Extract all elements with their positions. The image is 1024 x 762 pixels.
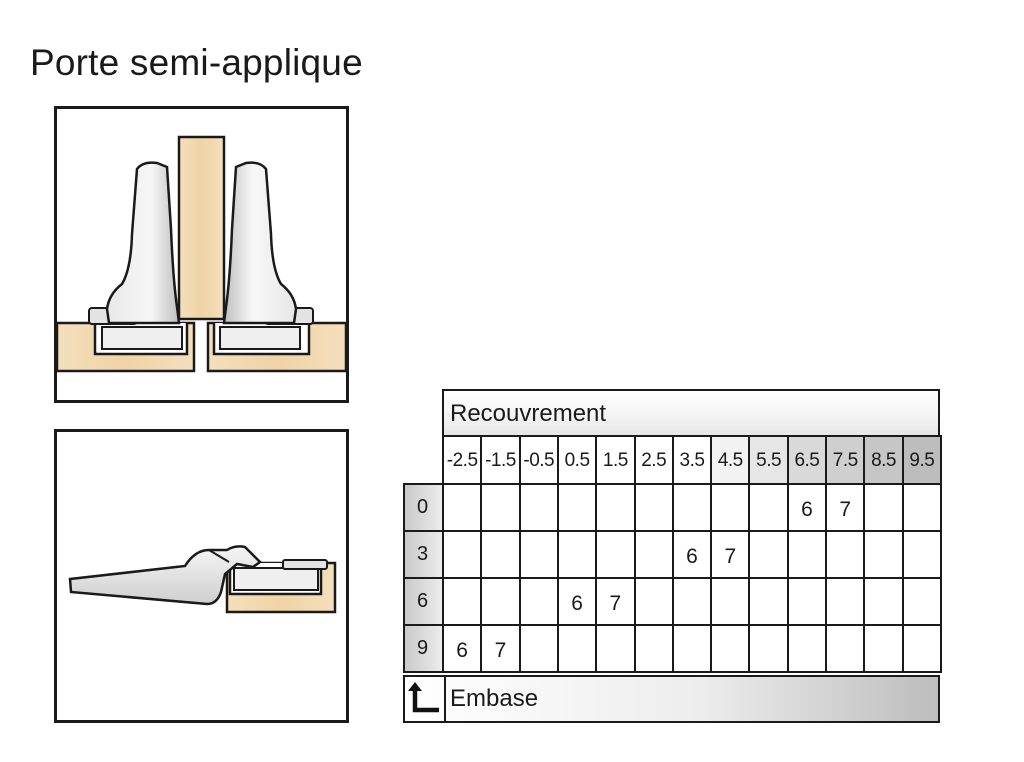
table-cell [633, 577, 674, 626]
column-header: 9.5 [901, 435, 942, 485]
table-cell [825, 530, 866, 579]
table-cell: 7 [480, 624, 521, 673]
table-cell: 6 [442, 624, 483, 673]
table-cell [825, 577, 866, 626]
table-cell [556, 624, 598, 673]
column-header: 4.5 [710, 435, 751, 485]
table-cell [863, 624, 904, 673]
footer-label: Embase [450, 685, 539, 712]
table-cell: 7 [710, 530, 751, 579]
table-cell [633, 483, 674, 532]
table-cell [901, 577, 942, 626]
table-cell [595, 483, 636, 532]
table-cell [480, 530, 521, 579]
hinge-arm-side [68, 545, 262, 606]
table-cell [710, 624, 751, 673]
table-cell: 7 [825, 483, 866, 532]
hinge-arm-right [222, 161, 298, 325]
column-header: 1.5 [595, 435, 636, 485]
row-header: 9 [403, 624, 444, 673]
table-cell [518, 624, 559, 673]
hinge-top-view-illustration [54, 106, 349, 403]
page-title: Porte semi-applique [30, 42, 363, 83]
column-header: 6.5 [786, 435, 828, 485]
table-cell [518, 577, 559, 626]
table-cell [748, 624, 789, 673]
column-header: 5.5 [748, 435, 789, 485]
hinge-top-view-drawing [57, 135, 346, 373]
table-cell [671, 483, 713, 532]
table-cell [901, 530, 942, 579]
column-header: 2.5 [633, 435, 674, 485]
return-arrow-icon [405, 677, 446, 721]
table-cell [595, 624, 636, 673]
table-cell [442, 530, 483, 579]
row-header: 3 [403, 530, 444, 579]
table-cell [518, 483, 559, 532]
table-cell [863, 483, 904, 532]
table-cell [748, 483, 789, 532]
table-cell: 7 [595, 577, 636, 626]
door-edge [177, 135, 226, 321]
table-cell [748, 530, 789, 579]
hinge-cup-right [219, 326, 301, 350]
column-header: -0.5 [518, 435, 559, 485]
table-cell [556, 483, 598, 532]
table-cell [863, 530, 904, 579]
column-header: 3.5 [671, 435, 713, 485]
mounting-plate-side [282, 559, 328, 570]
table-header-recouvrement: Recouvrement [442, 389, 940, 437]
hinge-arm-left [105, 161, 181, 325]
table-cell [480, 483, 521, 532]
table-cell [901, 483, 942, 532]
table-cell [825, 624, 866, 673]
table-cell [480, 577, 521, 626]
table-cell [786, 624, 828, 673]
table-cell [748, 577, 789, 626]
table-cell [518, 530, 559, 579]
table-cell: 6 [786, 483, 828, 532]
column-header: 7.5 [825, 435, 866, 485]
row-header: 6 [403, 577, 444, 626]
hinge-cup-left [101, 326, 183, 350]
table-cell [595, 530, 636, 579]
table-cell [710, 577, 751, 626]
table-cell [901, 624, 942, 673]
table-cell: 6 [671, 530, 713, 579]
table-cell [786, 530, 828, 579]
table-cell [633, 624, 674, 673]
table-footer-embase: Embase [403, 675, 940, 723]
column-header: 0.5 [556, 435, 598, 485]
table-cell [710, 483, 751, 532]
row-header: 0 [403, 483, 444, 532]
table-cell: 6 [556, 577, 598, 626]
table-cell [671, 577, 713, 626]
table-cell [863, 577, 904, 626]
table-cell [556, 530, 598, 579]
hinge-side-view-illustration [54, 429, 349, 723]
table-cell [442, 577, 483, 626]
column-header: -2.5 [442, 435, 483, 485]
table-cell [442, 483, 483, 532]
table-cell [633, 530, 674, 579]
table-cell [786, 577, 828, 626]
hinge-cup-side [233, 567, 319, 591]
column-header: 8.5 [863, 435, 904, 485]
hinge-side-view-drawing [68, 545, 337, 614]
column-header: -1.5 [480, 435, 521, 485]
table-cell [671, 624, 713, 673]
